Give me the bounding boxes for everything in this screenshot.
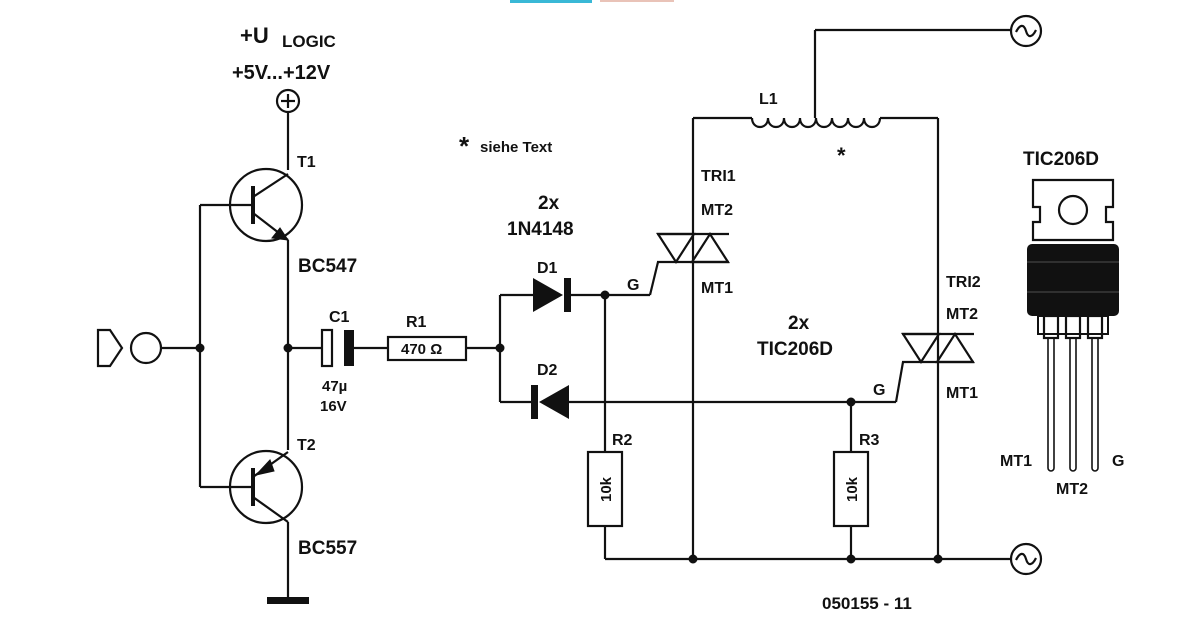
tri1-mt2-label: MT2 <box>701 202 733 219</box>
diode-d1 <box>533 278 571 312</box>
t1-label: T1 <box>297 154 316 171</box>
transistor-t1-symbol <box>200 167 304 243</box>
triacs-type: TIC206D <box>757 339 833 360</box>
diodes-type: 1N4148 <box>507 219 574 240</box>
triac-tri1 <box>648 231 731 296</box>
r2-value: 10k <box>598 476 615 502</box>
r3-value: 10k <box>844 476 861 502</box>
tri2-mt1-label: MT1 <box>946 385 978 402</box>
c1-value-voltage: 16V <box>320 398 347 415</box>
ground-symbol <box>267 597 309 604</box>
c1-label: C1 <box>329 309 350 326</box>
diode-d2 <box>531 385 569 419</box>
r1-value: 470 Ω <box>401 341 442 358</box>
package-pin-g: G <box>1112 453 1124 470</box>
tri2-label: TRI2 <box>946 274 981 291</box>
package-pin-mt1: MT1 <box>1000 453 1032 470</box>
tri1-gate-label: G <box>627 277 639 294</box>
t1-type-label: BC547 <box>298 256 357 277</box>
package-pin-mt2: MT2 <box>1056 481 1088 498</box>
top-accent-bar-2 <box>600 0 674 2</box>
to220-package <box>1027 178 1119 472</box>
r2-label: R2 <box>612 432 633 449</box>
input-terminal <box>96 205 205 487</box>
tri1-mt1-label: MT1 <box>701 280 733 297</box>
drawing-number: 050155 - 11 <box>822 594 912 613</box>
capacitor-c1 <box>320 328 354 368</box>
tri1-label: TRI1 <box>701 168 736 185</box>
tri2-mt2-label: MT2 <box>946 306 978 323</box>
d2-label: D2 <box>537 362 558 379</box>
supply-terminal <box>275 88 301 170</box>
diodes-count: 2x <box>538 193 560 214</box>
note-text: siehe Text <box>480 139 552 156</box>
transistor-t2-symbol <box>200 449 304 525</box>
t2-label: T2 <box>297 437 316 454</box>
supply-voltage-range: +5V...+12V <box>232 62 331 84</box>
inductor-l1 <box>693 28 1010 129</box>
r1-label: R1 <box>406 314 427 331</box>
triac-tri2 <box>894 331 976 403</box>
supply-label-logic: LOGIC <box>282 32 336 51</box>
t2-type-label: BC557 <box>298 538 357 559</box>
c1-value-capacitance: 47µ <box>322 378 347 395</box>
ac-terminal-top <box>1009 14 1043 48</box>
triacs-count: 2x <box>788 313 810 334</box>
note-star: * <box>459 131 470 161</box>
top-accent-bar <box>510 0 592 3</box>
ac-terminal-bottom <box>1009 542 1043 576</box>
d1-label: D1 <box>537 260 558 277</box>
package-title: TIC206D <box>1023 149 1099 170</box>
supply-label-u: +U <box>240 23 269 48</box>
tri2-gate-label: G <box>873 382 885 399</box>
r3-label: R3 <box>859 432 880 449</box>
l1-star: * <box>837 143 846 168</box>
l1-label: L1 <box>759 91 778 108</box>
